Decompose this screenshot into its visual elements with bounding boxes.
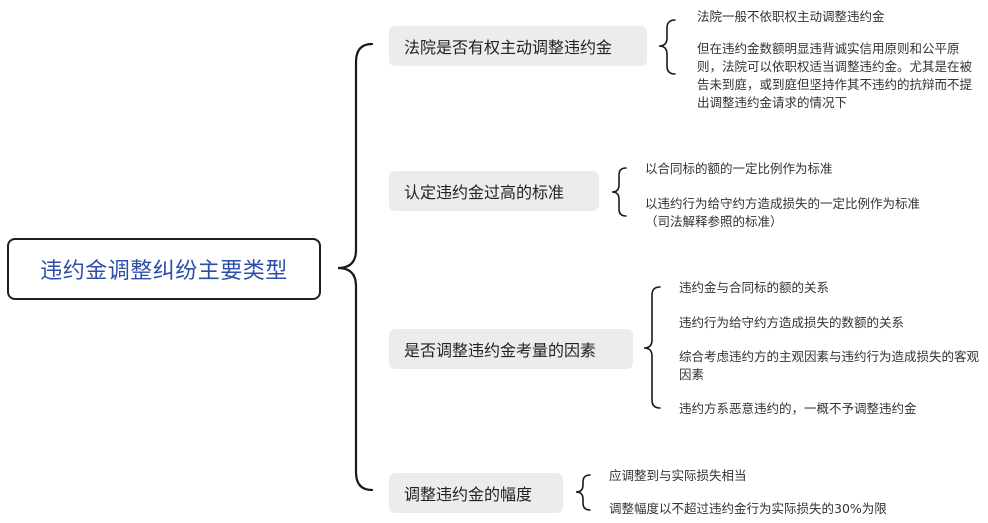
leaf-item: 以合同标的额的一定比例作为标准 <box>645 161 833 176</box>
leaf-item: 违约方系恶意违约的，一概不予调整违约金 <box>679 401 917 416</box>
leaf-item: 综合考虑违约方的主观因素与违约行为造成损失的客观因素 <box>679 349 980 382</box>
branch-label: 认定违约金过高的标准 <box>404 183 565 202</box>
leaf-item: 调整幅度以不超过违约金行为实际损失的30%为限 <box>609 501 887 516</box>
root-brace <box>337 42 374 492</box>
branch-adjustment-range[interactable]: 调整违约金的幅度 <box>389 473 563 513</box>
leaf-item: 违约金与合同标的额的关系 <box>679 280 830 295</box>
leaf-item: 但在违约金数额明显违背诚实信用原则和公平原则，法院可以依职权适当调整违约金。尤其… <box>697 41 973 110</box>
branch-excess-standard[interactable]: 认定违约金过高的标准 <box>389 171 599 211</box>
leaf-item: 法院一般不依职权主动调整违约金 <box>697 9 885 24</box>
brace-branch-1 <box>658 19 676 75</box>
branch-adjustment-factors[interactable]: 是否调整违约金考量的因素 <box>389 329 633 369</box>
leaf-item: 违约行为给守约方造成损失的数额的关系 <box>679 315 905 330</box>
branch-label: 调整违约金的幅度 <box>404 485 533 504</box>
branch-label: 法院是否有权主动调整违约金 <box>404 38 613 57</box>
brace-branch-2 <box>611 167 627 217</box>
root-label: 违约金调整纠纷主要类型 <box>40 259 288 284</box>
brace-branch-3 <box>643 286 661 409</box>
branch-court-authority[interactable]: 法院是否有权主动调整违约金 <box>389 26 647 66</box>
leaf-item: 应调整到与实际损失相当 <box>609 468 747 483</box>
branch-label: 是否调整违约金考量的因素 <box>404 341 597 360</box>
brace-branch-4 <box>575 474 591 511</box>
root-node[interactable]: 违约金调整纠纷主要类型 <box>7 238 321 300</box>
leaf-item: 以违约行为给守约方造成损失的一定比例作为标准（司法解释参照的标准） <box>645 196 921 229</box>
